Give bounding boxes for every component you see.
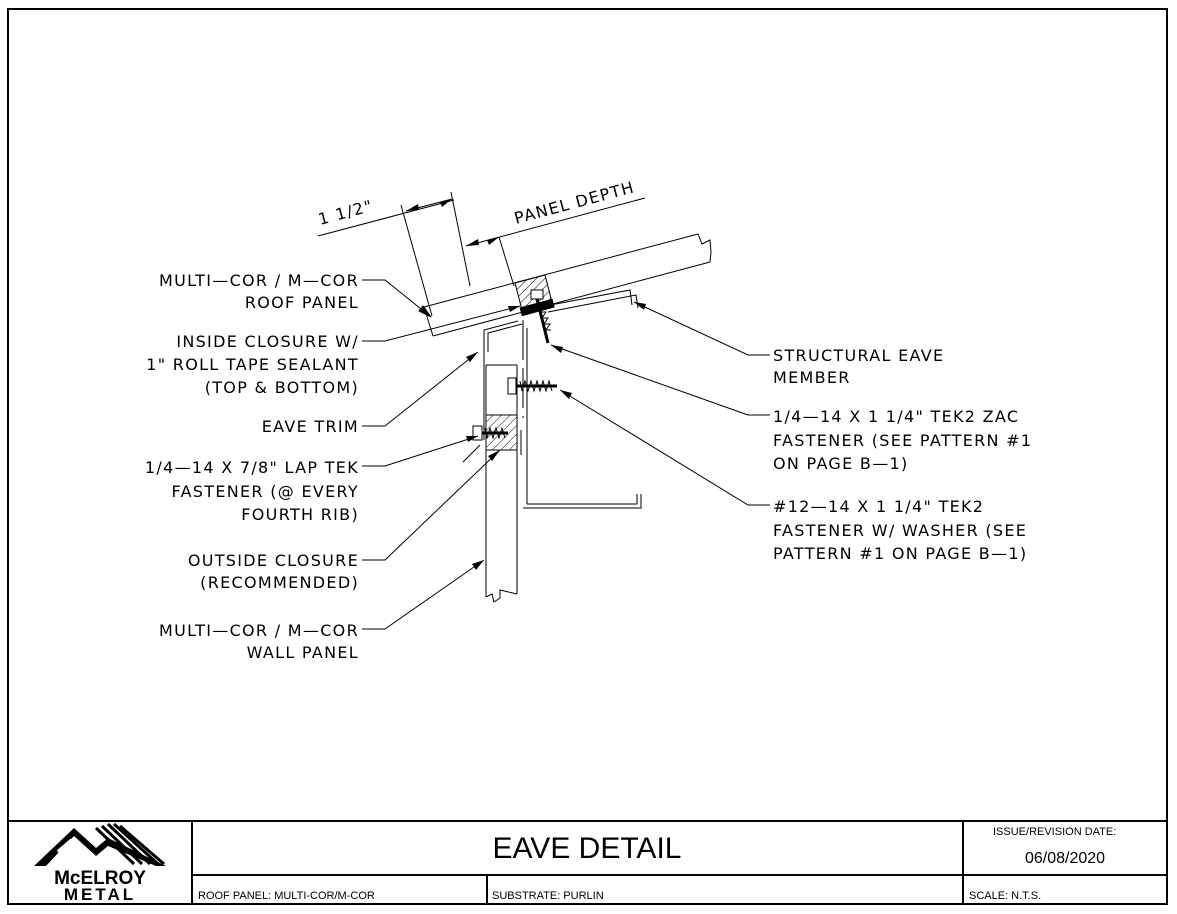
svg-text:1/4—14 X 7/8" LAP TEK: 1/4—14 X 7/8" LAP TEK: [145, 458, 359, 477]
sheet-border: [7, 8, 1168, 905]
svg-text:1" ROLL TAPE SEALANT: 1" ROLL TAPE SEALANT: [146, 355, 359, 374]
svg-text:ROOF PANEL: ROOF PANEL: [245, 293, 359, 312]
svg-text:#12—14 X 1 1/4" TEK2: #12—14 X 1 1/4" TEK2: [773, 497, 984, 516]
svg-text:OUTSIDE CLOSURE: OUTSIDE CLOSURE: [188, 551, 359, 570]
logo-line1: McELROY: [54, 868, 146, 889]
wall-panel-shape: [485, 364, 518, 603]
dimension-panel-depth: PANEL DEPTH: [465, 177, 646, 287]
label-wall-panel: MULTI—COR / M—COR WALL PANEL: [159, 621, 359, 662]
dimension-one-half-label: 1 1/2": [316, 196, 375, 229]
title-block: McELROY METAL EAVE DETAIL ISSUE/REVISION…: [8, 820, 1167, 904]
label-outside-closure: OUTSIDE CLOSURE (RECOMMENDED): [188, 551, 359, 592]
lap-fastener-shape: [462, 425, 508, 463]
svg-text:FASTENER (@ EVERY: FASTENER (@ EVERY: [172, 482, 359, 501]
leader-lines: [362, 279, 770, 630]
label-tek2-fastener: #12—14 X 1 1/4" TEK2 FASTENER W/ WASHER …: [773, 497, 1027, 563]
svg-text:MEMBER: MEMBER: [773, 368, 851, 387]
svg-text:PATTERN #1 ON PAGE B—1): PATTERN #1 ON PAGE B—1): [773, 544, 1027, 563]
roof-panel-shape: [423, 233, 712, 337]
label-eave-trim: EAVE TRIM: [262, 417, 359, 436]
svg-text:MULTI—COR / M—COR: MULTI—COR / M—COR: [159, 621, 359, 640]
svg-text:WALL PANEL: WALL PANEL: [247, 643, 359, 662]
svg-text:FOURTH RIB): FOURTH RIB): [241, 505, 359, 524]
structural-eave-member-shape: [520, 289, 642, 509]
mcelroy-metal-logo: McELROY METAL: [34, 822, 166, 904]
label-inside-closure: INSIDE CLOSURE W/ 1" ROLL TAPE SEALANT (…: [146, 332, 359, 397]
svg-text:EAVE TRIM: EAVE TRIM: [262, 417, 359, 436]
logo-line2: METAL: [64, 885, 136, 904]
svg-text:INSIDE CLOSURE W/: INSIDE CLOSURE W/: [176, 332, 359, 351]
svg-text:(TOP & BOTTOM): (TOP & BOTTOM): [205, 378, 359, 397]
svg-text:FASTENER (SEE PATTERN #1: FASTENER (SEE PATTERN #1: [773, 431, 1032, 450]
label-lap-fastener: 1/4—14 X 7/8" LAP TEK FASTENER (@ EVERY …: [145, 458, 359, 524]
label-zac-fastener: 1/4—14 X 1 1/4" TEK2 ZAC FASTENER (SEE P…: [773, 407, 1032, 473]
svg-text:MULTI—COR / M—COR: MULTI—COR / M—COR: [159, 271, 359, 290]
scale-field: SCALE: N.T.S.: [969, 890, 1041, 902]
svg-text:FASTENER W/ WASHER (SEE: FASTENER W/ WASHER (SEE: [773, 521, 1027, 540]
label-roof-panel: MULTI—COR / M—COR ROOF PANEL: [159, 271, 359, 312]
tek2-fastener-shape: [507, 377, 557, 395]
label-structural-eave: STRUCTURAL EAVE MEMBER: [773, 346, 944, 387]
drawing-title: EAVE DETAIL: [493, 832, 682, 865]
issue-date: 06/08/2020: [1025, 850, 1105, 867]
issue-label: ISSUE/REVISION DATE:: [993, 826, 1116, 838]
svg-text:STRUCTURAL EAVE: STRUCTURAL EAVE: [773, 346, 944, 365]
roof-panel-field: ROOF PANEL: MULTI-COR/M-COR: [198, 890, 375, 902]
svg-text:(RECOMMENDED): (RECOMMENDED): [200, 573, 359, 592]
zac-fastener-shape: [530, 289, 551, 344]
eave-trim-shape: [483, 320, 523, 440]
substrate-field: SUBSTRATE: PURLIN: [492, 890, 604, 902]
svg-text:ON PAGE B—1): ON PAGE B—1): [773, 454, 909, 473]
dimension-panel-depth-label: PANEL DEPTH: [512, 177, 637, 227]
eave-assembly: 1 1/2" PANEL DEPTH: [316, 177, 712, 603]
svg-text:1/4—14 X 1 1/4" TEK2 ZAC: 1/4—14 X 1 1/4" TEK2 ZAC: [773, 407, 1019, 426]
